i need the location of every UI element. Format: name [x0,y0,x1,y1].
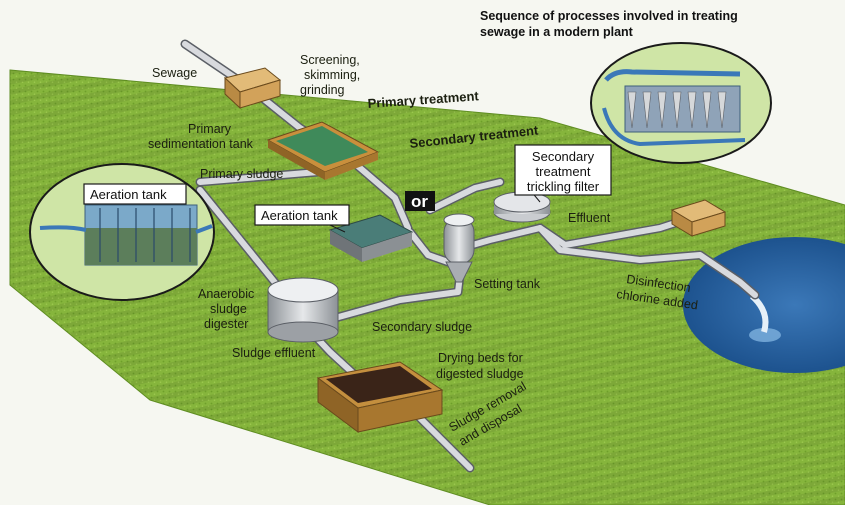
label-screening-3: grinding [300,83,345,97]
trickling-filter-unit [493,191,551,223]
disinfection-unit [670,199,727,237]
drying-beds-unit [316,361,444,433]
aeration-tank-label-box: Aeration tank [254,204,350,226]
label-anaerobic-3: digester [204,317,248,331]
anaerobic-digester-unit [267,277,339,343]
diagram-title-line-2: sewage in a modern plant [480,25,634,39]
aeration-tank-unit [328,214,414,262]
trickling-filter-label-box: Secondary treatment trickling filter [514,144,612,196]
label-drying-2: digested sludge [436,367,524,381]
primary-sedimentation-tank [266,121,380,180]
label-screening-2: skimming, [304,68,360,82]
label-sewage: Sewage [152,66,197,80]
label-screening-1: Screening, [300,53,360,67]
settling-tank-unit [443,213,475,283]
label-drying-1: Drying beds for [438,351,523,365]
aeration-inset-label-box: Aeration tank [83,183,187,205]
aeration-tank-label: Aeration tank [261,208,338,223]
trickling-label-line-2: treatment [536,164,591,179]
or-label: or [411,192,428,211]
screening-unit [223,67,282,110]
label-primary-sludge: Primary sludge [200,167,283,181]
label-anaerobic-1: Anaerobic [198,287,254,301]
trickling-label-line-1: Secondary [532,149,595,164]
label-primary-sed-1: Primary [188,122,232,136]
label-effluent: Effluent [568,211,611,225]
label-anaerobic-2: sludge [210,302,247,316]
trickling-label-line-3: trickling filter [527,179,600,194]
label-secondary-sludge: Secondary sludge [372,320,472,334]
aeration-inset-label: Aeration tank [90,187,167,202]
label-setting-tank: Setting tank [474,277,541,291]
label-primary-sed-2: sedimentation tank [148,137,254,151]
or-badge: or [405,191,435,211]
label-sludge-effluent: Sludge effluent [232,346,316,360]
diagram-title-line-1: Sequence of processes involved in treati… [480,9,738,23]
trickling-filter-inset [590,42,772,164]
